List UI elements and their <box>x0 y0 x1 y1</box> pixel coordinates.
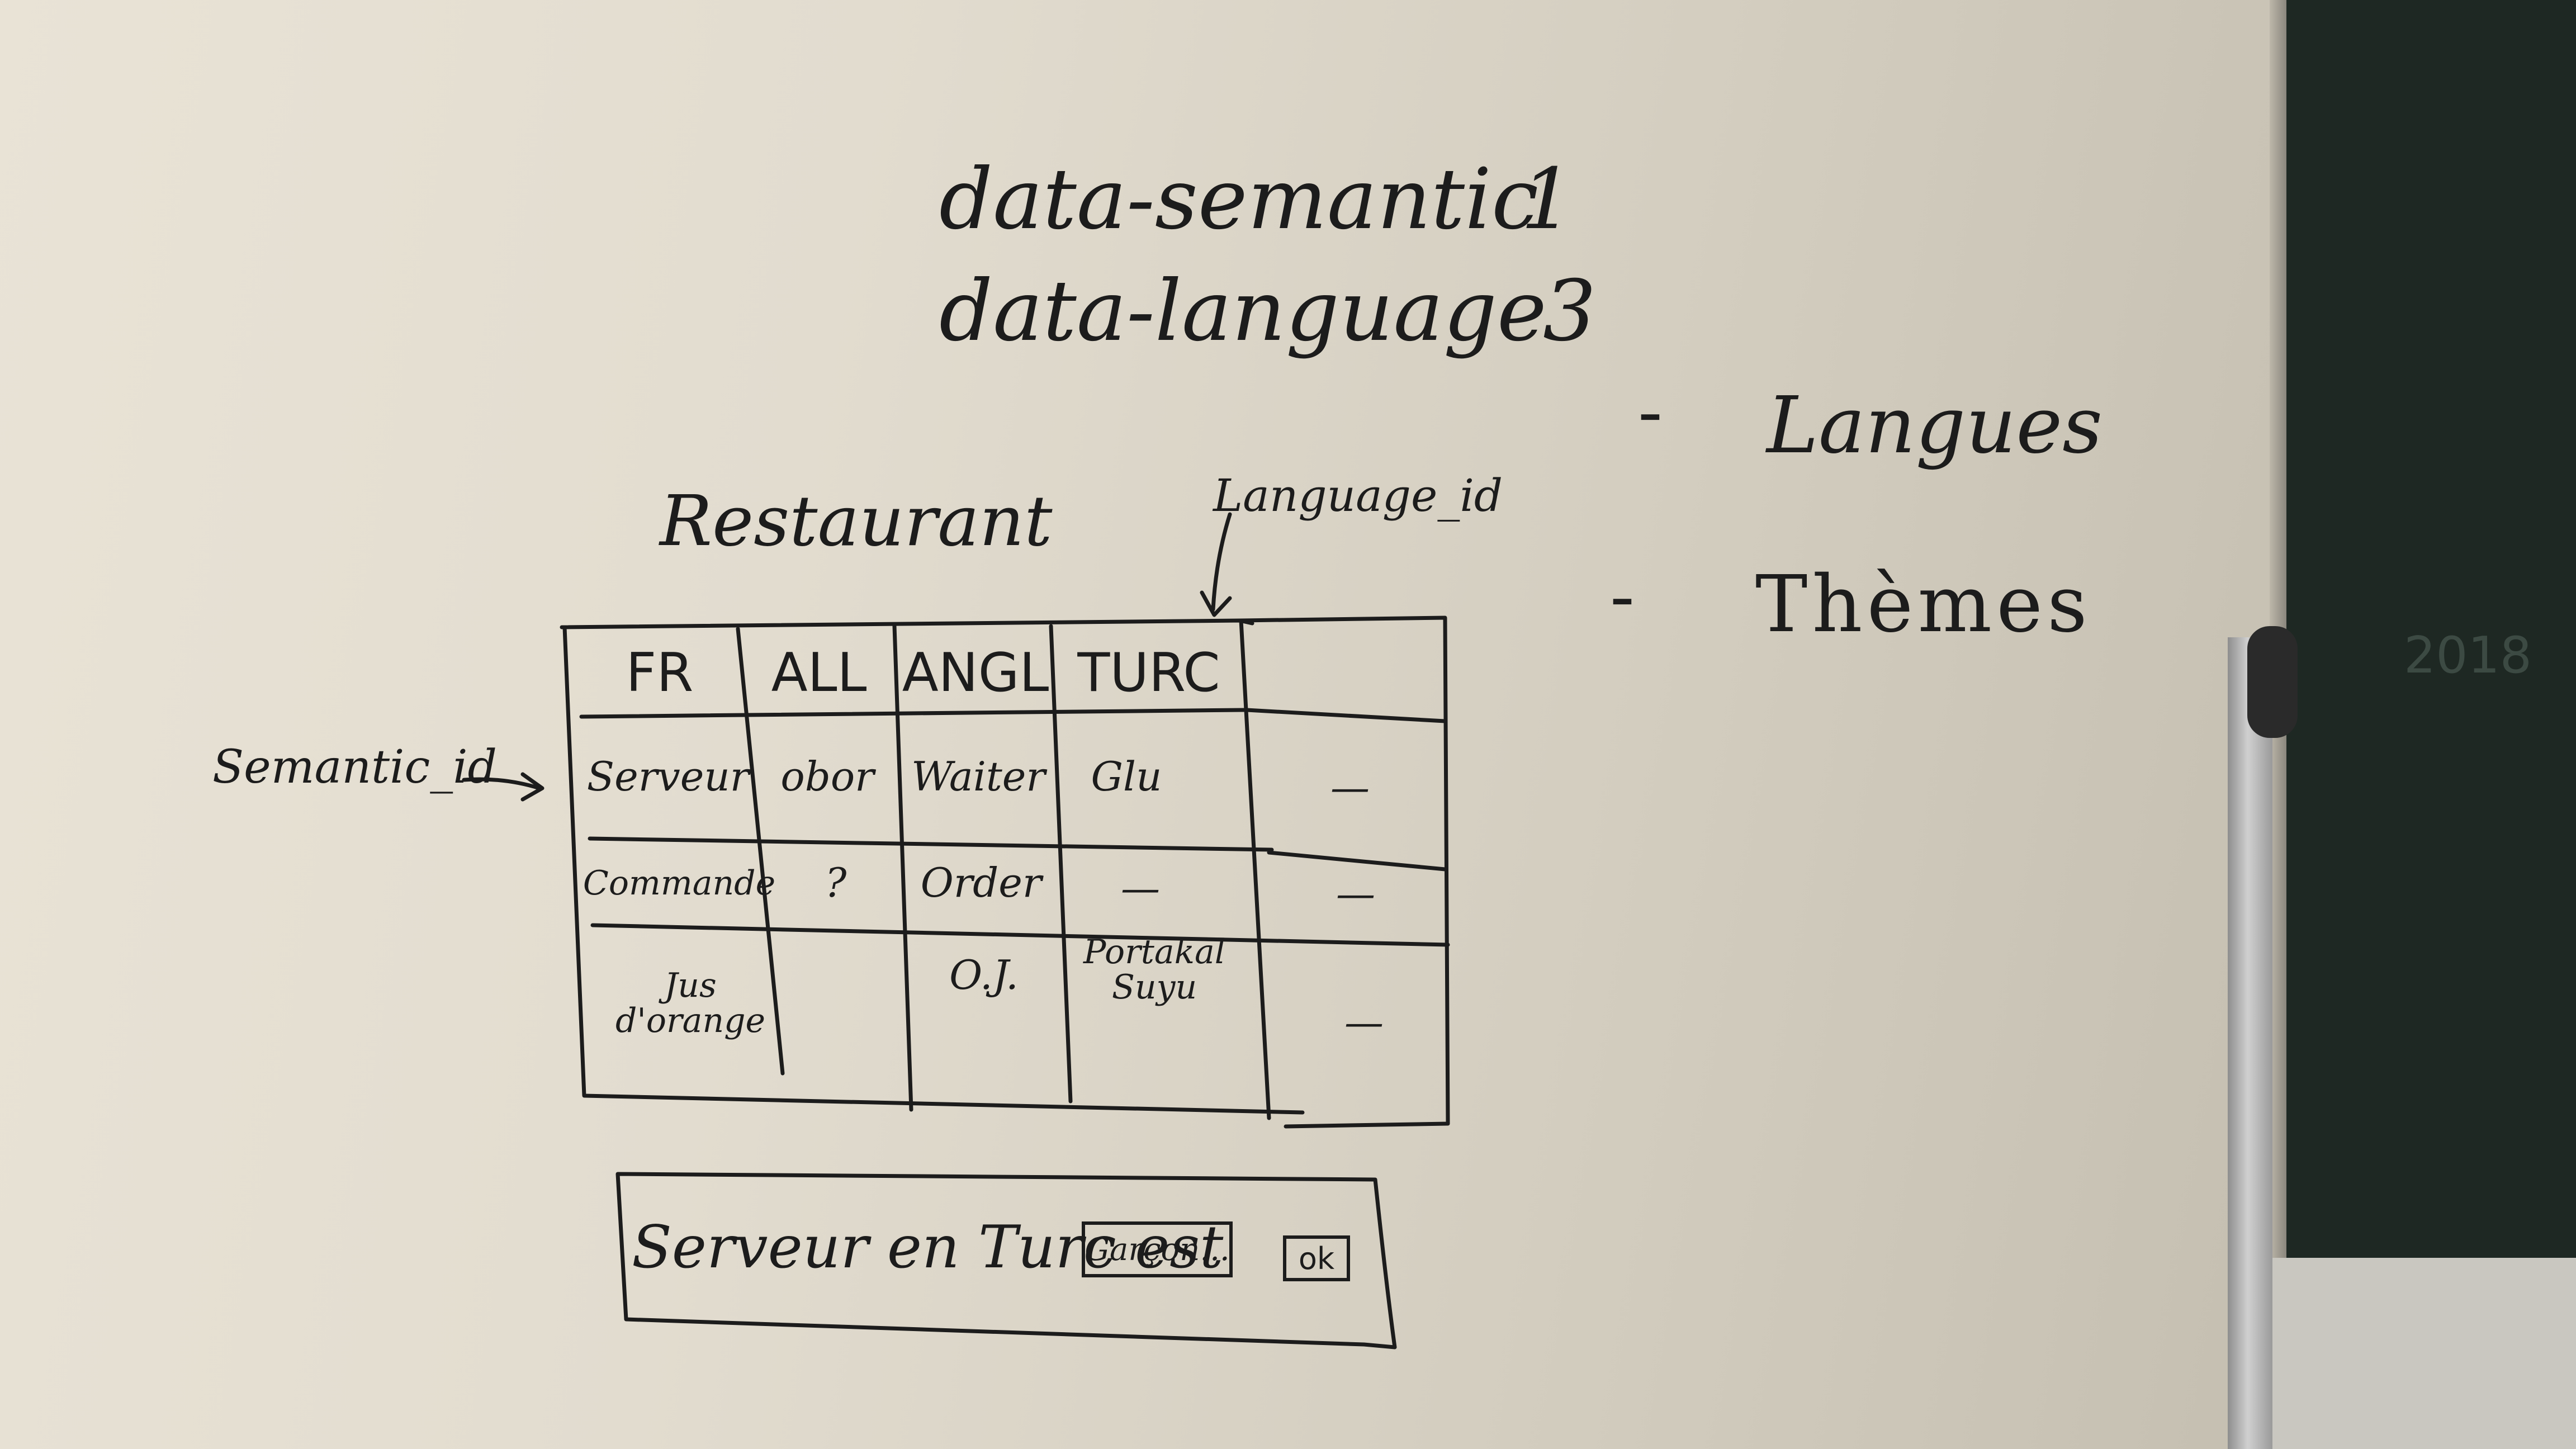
table-cell-jus-dorange: Jus d'orange <box>615 966 766 1040</box>
table-title: Restaurant <box>660 481 1053 562</box>
table-cell-portakal-suyu: Portakal Suyu <box>1083 932 1225 1007</box>
table-cell-glu: Glu <box>1091 753 1162 801</box>
note-data-language: data-language <box>939 263 1547 360</box>
note-data-semantic: data-semantic <box>939 151 1539 248</box>
form-answer-field: Garçon... <box>1082 1221 1233 1277</box>
table-cell-oj: O.J. <box>949 951 1019 999</box>
table-cell-extra-3: — <box>1344 1000 1384 1046</box>
board-clamp <box>2247 626 2298 738</box>
table-header-fr: FR <box>626 642 694 704</box>
language-id-label: Language_id <box>1213 470 1503 522</box>
chalkboard-year: 2018 <box>2404 626 2532 685</box>
note-dash-langues: - <box>1638 369 1663 454</box>
table-header-angl: ANGL <box>902 642 1049 704</box>
note-data-semantic-count: 1 <box>1521 151 1574 248</box>
table-cell-order: Order <box>920 859 1042 907</box>
note-langues: Langues <box>1767 380 2103 471</box>
whiteboard <box>0 0 2270 1449</box>
table-cell-serveur: Serveur <box>586 753 750 801</box>
form-ok-button: ok <box>1283 1235 1350 1281</box>
table-cell-waiter: Waiter <box>911 753 1045 801</box>
table-cell-obor: obor <box>780 753 874 801</box>
note-dash-themes: - <box>1610 553 1635 638</box>
table-cell-question: ? <box>825 859 847 907</box>
table-cell-turc-commande: — <box>1121 865 1160 912</box>
note-data-language-count: 3 <box>1543 263 1597 360</box>
board-stand-pole <box>2228 637 2272 1449</box>
table-cell-extra-2: — <box>1336 871 1375 917</box>
table-header-turc: TURC <box>1077 642 1220 704</box>
table-cell-extra-1: — <box>1330 765 1370 811</box>
note-themes: Thèmes <box>1755 559 2092 650</box>
semantic-id-label: Semantic_id <box>212 741 497 794</box>
chalkboard <box>2286 0 2576 1258</box>
table-cell-commande: Commande <box>583 863 776 903</box>
table-header-all: ALL <box>771 642 867 704</box>
chalk-tray <box>2242 1258 2576 1449</box>
table-cell-all-empty <box>783 939 906 1068</box>
